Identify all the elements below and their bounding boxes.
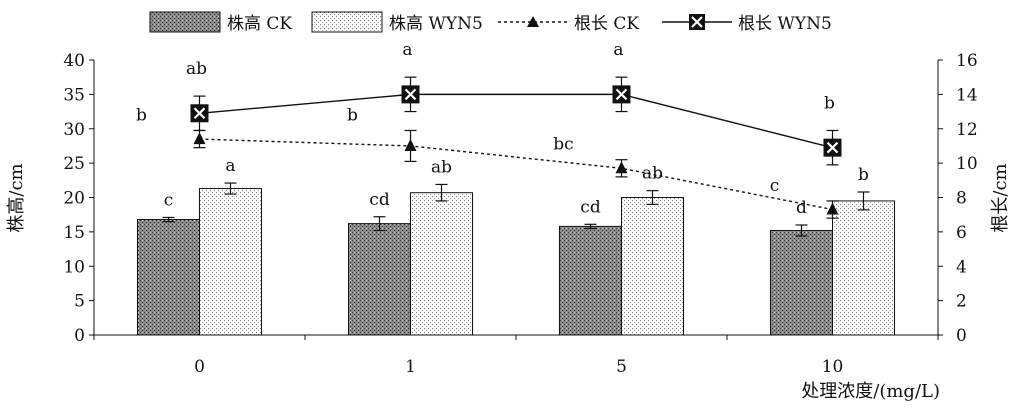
legend-label-root-ck: 根长 CK — [574, 14, 639, 34]
line-significance-letter: b — [136, 105, 147, 125]
marker-triangle — [826, 202, 839, 215]
right-tick-label: 16 — [956, 51, 978, 71]
x-axis-title: 处理浓度/(mg/L) — [801, 381, 940, 402]
legend-label-height-wyn5: 株高 WYN5 — [389, 14, 483, 34]
bar-significance-letter: c — [164, 190, 174, 210]
legend-marker-root-wyn5 — [689, 14, 705, 30]
legend-swatch-height-wyn5 — [311, 11, 383, 33]
left-tick-label: 25 — [63, 154, 85, 174]
left-tick-label: 20 — [63, 189, 85, 209]
x-tick-label: 0 — [194, 357, 205, 377]
legend-label-root-wyn5: 根长 WYN5 — [738, 14, 832, 34]
legend-swatch-height-ck — [149, 11, 221, 33]
bar-height-ck — [770, 230, 833, 336]
bar-height-wyn5 — [832, 200, 895, 336]
left-tick-label: 5 — [74, 292, 85, 312]
line-significance-letter: bc — [553, 135, 573, 155]
legend: 株高 CK 株高 WYN5 根长 CK 根长 WYN5 — [149, 11, 832, 34]
line-significance-letter: b — [347, 105, 358, 125]
lines-group — [190, 76, 842, 219]
bar-height-wyn5 — [199, 188, 262, 336]
bar-significance-letter: cd — [369, 190, 390, 210]
left-axis-title: 株高/cm — [6, 163, 27, 232]
marker-x-box — [190, 104, 209, 123]
bar-significance-letter: a — [225, 156, 235, 176]
left-tick-label: 15 — [63, 223, 85, 243]
x-tick-label: 1 — [405, 357, 416, 377]
right-tick-label: 0 — [956, 326, 967, 346]
bar-height-ck — [559, 225, 622, 336]
line-significance-letter: ab — [186, 59, 207, 79]
right-axis-title: 根长/cm — [990, 163, 1011, 232]
right-tick-label: 12 — [956, 120, 978, 140]
bar-height-wyn5 — [621, 197, 684, 336]
left-tick-label: 30 — [63, 120, 85, 140]
right-tick-label: 10 — [956, 154, 978, 174]
right-tick-label: 2 — [956, 292, 967, 312]
bar-significance-letter: ab — [431, 157, 452, 177]
line-significance-letter: a — [402, 40, 412, 60]
x-tick-label: 5 — [616, 357, 627, 377]
line-significance-letter: c — [770, 176, 780, 196]
bar-significance-letter: b — [858, 165, 869, 185]
right-tick-label: 6 — [956, 223, 967, 243]
legend-label-height-ck: 株高 CK — [227, 14, 292, 34]
left-tick-label: 35 — [63, 85, 85, 105]
legend-marker-root-ck — [527, 16, 539, 27]
left-tick-label: 0 — [74, 326, 85, 346]
marker-x-box — [612, 85, 631, 104]
bar-significance-letter: d — [796, 198, 807, 218]
bar-height-ck — [348, 223, 411, 336]
line-root-ck — [199, 138, 833, 211]
marker-triangle — [615, 161, 628, 174]
marker-x-box — [823, 138, 842, 157]
marker-triangle — [193, 132, 206, 145]
bar-significance-letter: ab — [642, 164, 663, 184]
line-significance-letter: b — [824, 93, 835, 113]
bar-height-ck — [137, 219, 200, 336]
right-tick-label: 14 — [956, 85, 978, 105]
line-significance-letter: a — [613, 40, 623, 60]
bars-group — [137, 182, 895, 336]
marker-x-box — [401, 85, 420, 104]
marker-triangle — [404, 138, 417, 151]
bar-height-wyn5 — [410, 192, 473, 336]
left-tick-label: 40 — [63, 51, 85, 71]
line-root-wyn5 — [199, 93, 833, 149]
x-tick-label: 10 — [822, 357, 844, 377]
left-tick-label: 10 — [63, 257, 85, 277]
right-tick-label: 8 — [956, 189, 967, 209]
right-tick-label: 4 — [956, 257, 967, 277]
bar-significance-letter: cd — [580, 197, 601, 217]
